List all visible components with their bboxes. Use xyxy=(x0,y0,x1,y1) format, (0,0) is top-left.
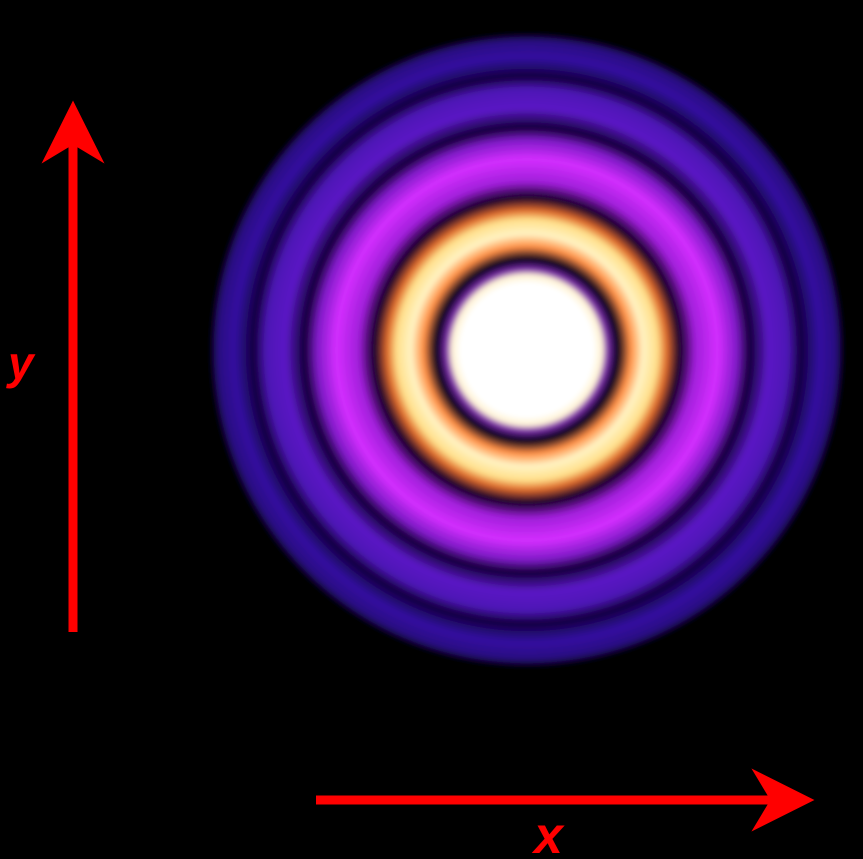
x-axis: x xyxy=(316,768,815,859)
interference-pattern xyxy=(209,32,845,668)
y-axis: y xyxy=(6,100,105,632)
central-spot xyxy=(459,282,595,418)
x-axis-label: x xyxy=(531,807,565,859)
y-axis-label: y xyxy=(6,337,36,389)
